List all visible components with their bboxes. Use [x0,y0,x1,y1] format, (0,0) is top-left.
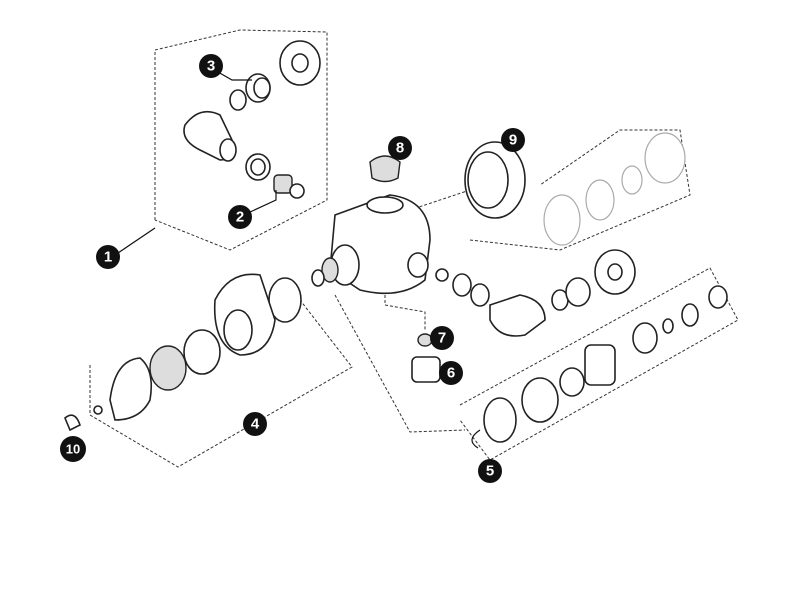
svg-text:1: 1 [104,249,112,266]
svg-text:9: 9 [509,132,517,149]
callout-8: 8 [388,136,412,160]
group-4-parts [64,273,302,432]
svg-text:8: 8 [396,140,404,157]
svg-text:5: 5 [486,463,494,480]
callout-10: 10 [60,436,86,462]
svg-text:7: 7 [438,330,446,347]
leader-1 [114,227,156,256]
group-4-outline [89,299,353,468]
group-1-parts [183,40,321,199]
group-9-outline [469,129,691,251]
callout-1: 1 [96,245,120,269]
group-5-parts [471,285,728,449]
outlet-parts [435,249,636,337]
callout-6: 6 [439,361,463,385]
callout-3: 3 [199,54,223,78]
leader-3 [217,71,252,81]
svg-text:3: 3 [207,58,215,75]
svg-text:2: 2 [236,209,244,226]
leader-9 [409,189,471,211]
group-5-outline [459,267,739,461]
leader-5 [334,294,466,433]
valve-body [311,155,431,295]
svg-text:10: 10 [66,442,80,457]
group-1-outline [154,29,328,251]
callout-9: 9 [501,128,525,152]
svg-text:6: 6 [447,365,455,382]
callout-2: 2 [228,205,252,229]
callout-7: 7 [430,326,454,350]
svg-text:4: 4 [251,416,260,433]
leader-2 [247,190,277,214]
callout-5: 5 [478,459,502,483]
callout-4: 4 [243,412,267,436]
group-9-parts [464,132,686,246]
leader-6-7 [384,290,426,330]
